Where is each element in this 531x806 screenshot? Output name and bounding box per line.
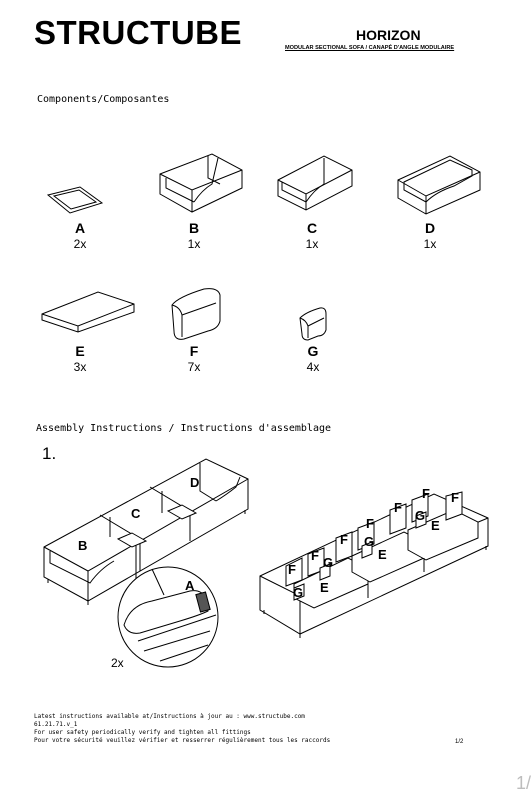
components-title: Components/Composantes [37,94,170,105]
cushion-f-label-3: F [340,532,348,547]
component-c-letter: C [306,220,318,236]
cushion-f-label-6: F [422,486,430,501]
product-subtitle: MODULAR SECTIONAL SOFA / CANAPÉ D'ANGLE … [285,45,455,51]
seat-e-label-1: E [320,580,329,595]
frame-label-d: D [190,475,200,490]
footer-notes: Latest instructions available at/Instruc… [34,713,330,745]
seat-e-label-2: E [378,547,387,562]
footer-page-number: 1/2 [455,739,464,745]
cushion-f-label-5: F [394,500,402,515]
frames-assembly-illustration [40,455,250,695]
component-f-illustration [168,287,222,341]
assembly-title: Assembly Instructions / Instructions d'a… [36,423,332,434]
frame-label-c: C [131,506,141,521]
component-a-qty: 2x [73,237,87,251]
assembled-sofa-illustration [258,488,490,638]
connector-label: A [185,578,195,593]
footer-line-safety-en: For user safety periodically verify and … [34,729,251,736]
frame-label-b: B [78,538,88,553]
component-b-letter: B [188,220,200,236]
component-g-qty: 4x [306,360,320,374]
brand-logo: STRUCTUBE [34,14,242,51]
cushion-f-label-1: F [288,562,296,577]
product-name: HORIZON [356,27,421,43]
cushion-f-label-7: F [451,490,459,505]
seat-e-label-3: E [431,518,440,533]
step-number: 1. [42,444,57,463]
component-e-letter: E [75,343,85,359]
component-f-qty: 7x [187,360,201,374]
connector-qty: 2x [111,656,124,670]
cushion-f-label-2: F [311,548,319,563]
pillow-g-label-3: G [364,534,375,549]
component-e-qty: 3x [73,360,87,374]
component-c-illustration [276,152,356,214]
footer-line-version: 61.21.71.v_1 [34,721,78,728]
component-a-letter: A [74,220,86,236]
component-a-illustration [44,183,104,217]
footer-line-safety-fr: Pour votre sécurité veuillez vérifier et… [34,737,331,744]
component-f-letter: F [189,343,199,359]
component-c-qty: 1x [305,237,319,251]
pillow-g-label-2: G [323,555,334,570]
component-d-letter: D [424,220,436,236]
component-d-qty: 1x [423,237,437,251]
cushion-f-label-4: F [366,516,374,531]
viewer-page-indicator: 1/ [515,773,531,793]
component-e-illustration [40,290,136,334]
component-b-illustration [158,150,244,218]
footer-line-instructions: Latest instructions available at/Instruc… [34,713,305,720]
component-g-letter: G [307,343,319,359]
pillow-g-label-1: G [293,585,304,600]
pillow-g-label-4: G [415,508,426,523]
component-g-illustration [298,306,330,342]
component-b-qty: 1x [187,237,201,251]
component-d-illustration [396,152,482,218]
